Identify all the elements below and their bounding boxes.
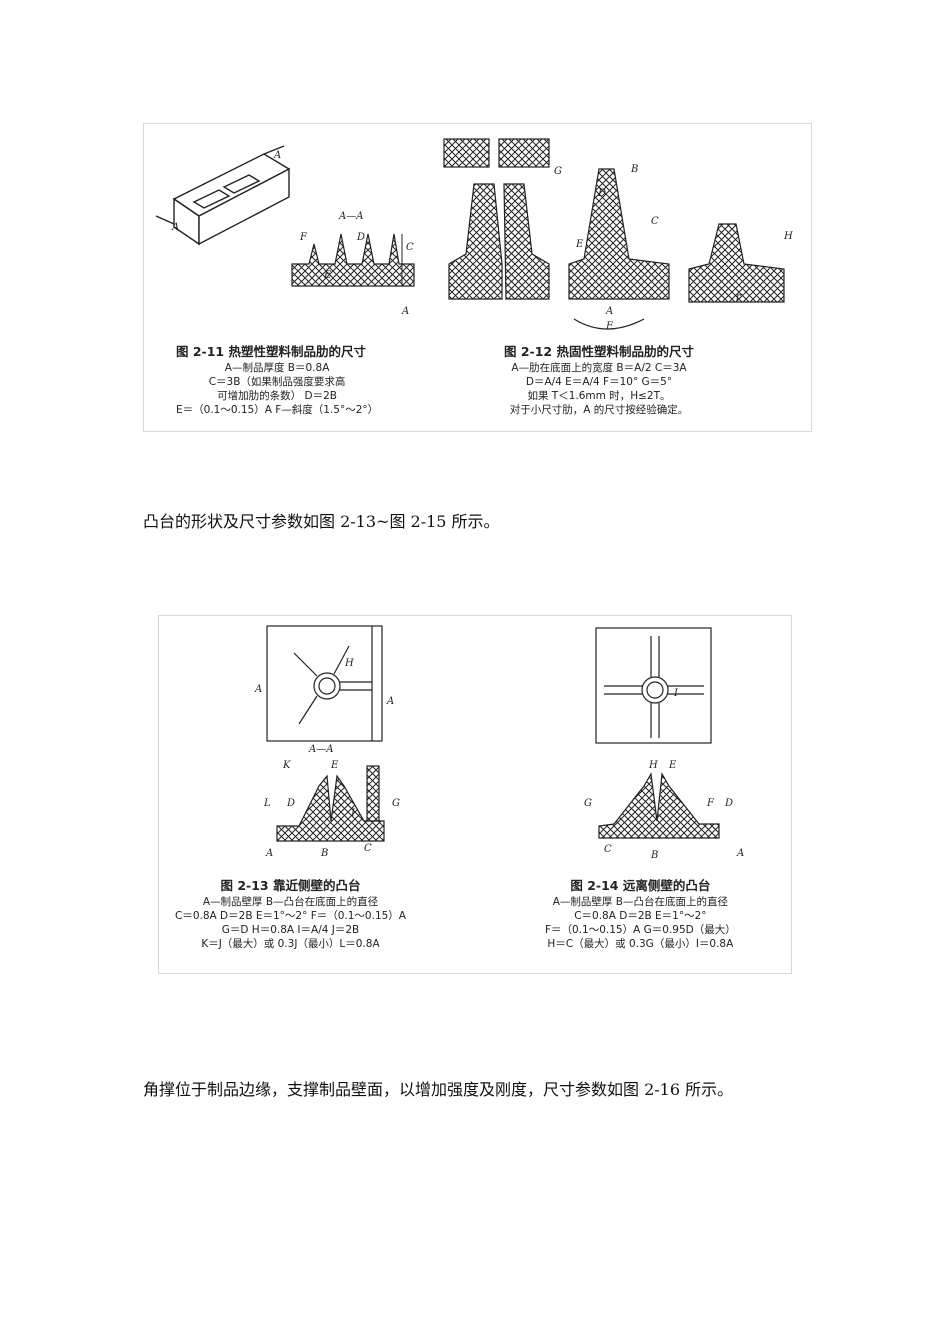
svg-text:D: D [356, 232, 365, 243]
svg-text:F: F [605, 321, 614, 332]
caption-line: C＝3B（如果制品强度要求高 [208, 376, 346, 389]
svg-text:C: C [651, 216, 659, 227]
svg-text:A: A [401, 306, 409, 317]
svg-text:B: B [650, 850, 658, 861]
caption-title: 图 2-12 热固性塑料制品肋的尺寸 [504, 344, 694, 359]
caption-line: C＝0.8A D＝2B E＝1°～2° [574, 910, 707, 923]
caption-line: E＝（0.1～0.15）A F—斜度（1.5°～2°） [176, 404, 379, 417]
svg-text:A: A [254, 684, 262, 695]
svg-text:E: E [323, 270, 332, 281]
svg-text:D: D [724, 798, 733, 809]
caption-title: 图 2-13 靠近侧壁的凸台 [220, 878, 361, 893]
section-label-bottom: A—A [308, 744, 333, 755]
svg-text:A: A [386, 696, 394, 707]
caption-title: 图 2-14 远离侧壁的凸台 [570, 878, 711, 893]
boss-near-wall-plan [266, 625, 383, 742]
svg-text:A: A [273, 150, 281, 161]
svg-text:E: E [668, 760, 677, 771]
caption-fig-2-14: 图 2-14 远离侧壁的凸台 A—制品壁厚 B—凸台在底面上的直径 C＝0.8A… [545, 878, 736, 952]
caption-fig-2-12: 图 2-12 热固性塑料制品肋的尺寸 A—肋在底面上的宽度 B＝A/2 C＝3A… [504, 344, 694, 418]
paragraph-boss: 凸台的形状及尺寸参数如图 2-13~图 2-15 所示。 [143, 512, 500, 531]
caption-line: D＝A/4 E＝A/4 F＝10° G＝5° [525, 376, 673, 389]
caption-line: K＝J（最大）或 0.3J（最小）L＝0.8A [201, 938, 380, 951]
figure-2-13-2-14: A A H A—A K E L D I G C B A I H E G F D … [158, 615, 792, 974]
boss-near-wall-section [276, 765, 385, 842]
caption-line: H＝C（最大）或 0.3G（最小）I＝0.8A [547, 938, 734, 951]
rib-dimension-drawings: A A A—A F D C E A G B D C E A F H T [155, 138, 793, 332]
boss-dimension-drawings: A A H A—A K E L D I G C B A I H E G F D … [254, 625, 744, 861]
caption-line: A—制品壁厚 B—凸台在底面上的直径 [552, 895, 728, 908]
svg-text:H: H [344, 658, 354, 669]
caption-fig-2-11: 图 2-11 热塑性塑料制品肋的尺寸 A—制品厚度 B＝0.8A C＝3B（如果… [176, 344, 378, 418]
aa-rib-section [291, 233, 415, 287]
boss-away-from-wall-section [598, 772, 720, 839]
figure-2-11-2-12: A A A—A F D C E A G B D C E A F H T 图 2-… [143, 123, 812, 432]
svg-text:I: I [673, 688, 679, 699]
svg-text:F: F [299, 232, 308, 243]
svg-text:K: K [282, 760, 291, 771]
paragraph-gusset: 角撑位于制品边缘，支撑制品壁面，以增加强度及刚度，尺寸参数如图 2-16 所示。 [143, 1080, 734, 1099]
svg-text:A: A [171, 222, 179, 233]
caption-title: 图 2-11 热塑性塑料制品肋的尺寸 [176, 344, 366, 359]
svg-text:E: E [575, 239, 584, 250]
svg-text:T: T [734, 294, 742, 305]
caption-line: C＝0.8A D＝2B E＝1°～2° F＝（0.1～0.15）A [175, 910, 406, 923]
caption-line: 如果 T＜1.6mm 时，H≤2T。 [527, 390, 671, 403]
caption-line: 可增加肋的条数） D＝2B [217, 390, 337, 403]
svg-text:C: C [364, 843, 372, 854]
caption-fig-2-13: 图 2-13 靠近侧壁的凸台 A—制品壁厚 B—凸台在底面上的直径 C＝0.8A… [175, 878, 406, 952]
svg-text:I: I [350, 808, 356, 819]
svg-text:B: B [630, 164, 638, 175]
svg-text:G: G [554, 166, 562, 177]
svg-text:A: A [605, 306, 613, 317]
caption-line: A—制品壁厚 B—凸台在底面上的直径 [202, 895, 379, 908]
svg-text:G: G [392, 798, 400, 809]
svg-text:D: D [597, 188, 606, 199]
isometric-rib-block [155, 145, 291, 246]
svg-text:H: H [783, 231, 793, 242]
caption-line: F＝（0.1～0.15）A G＝0.95D（最大） [545, 924, 736, 937]
svg-text:D: D [286, 798, 295, 809]
caption-line: A—肋在底面上的宽度 B＝A/2 C＝3A [511, 361, 687, 374]
thermoset-rib-drawings [443, 138, 785, 330]
section-label-top: A—A [338, 211, 363, 222]
svg-text:C: C [604, 844, 612, 855]
svg-text:G: G [584, 798, 592, 809]
svg-text:E: E [330, 760, 339, 771]
svg-text:H: H [648, 760, 658, 771]
caption-line: 对于小尺寸肋，A 的尺寸按经验确定。 [509, 404, 689, 417]
caption-line: A—制品厚度 B＝0.8A [224, 361, 330, 374]
caption-line: G＝D H＝0.8A I＝A/4 J＝2B [221, 924, 360, 937]
svg-text:C: C [406, 242, 414, 253]
svg-text:F: F [706, 798, 715, 809]
svg-text:A: A [736, 848, 744, 859]
svg-text:B: B [320, 848, 328, 859]
svg-text:L: L [263, 798, 271, 809]
boss-away-from-wall-plan [595, 627, 712, 744]
svg-text:A: A [265, 848, 273, 859]
